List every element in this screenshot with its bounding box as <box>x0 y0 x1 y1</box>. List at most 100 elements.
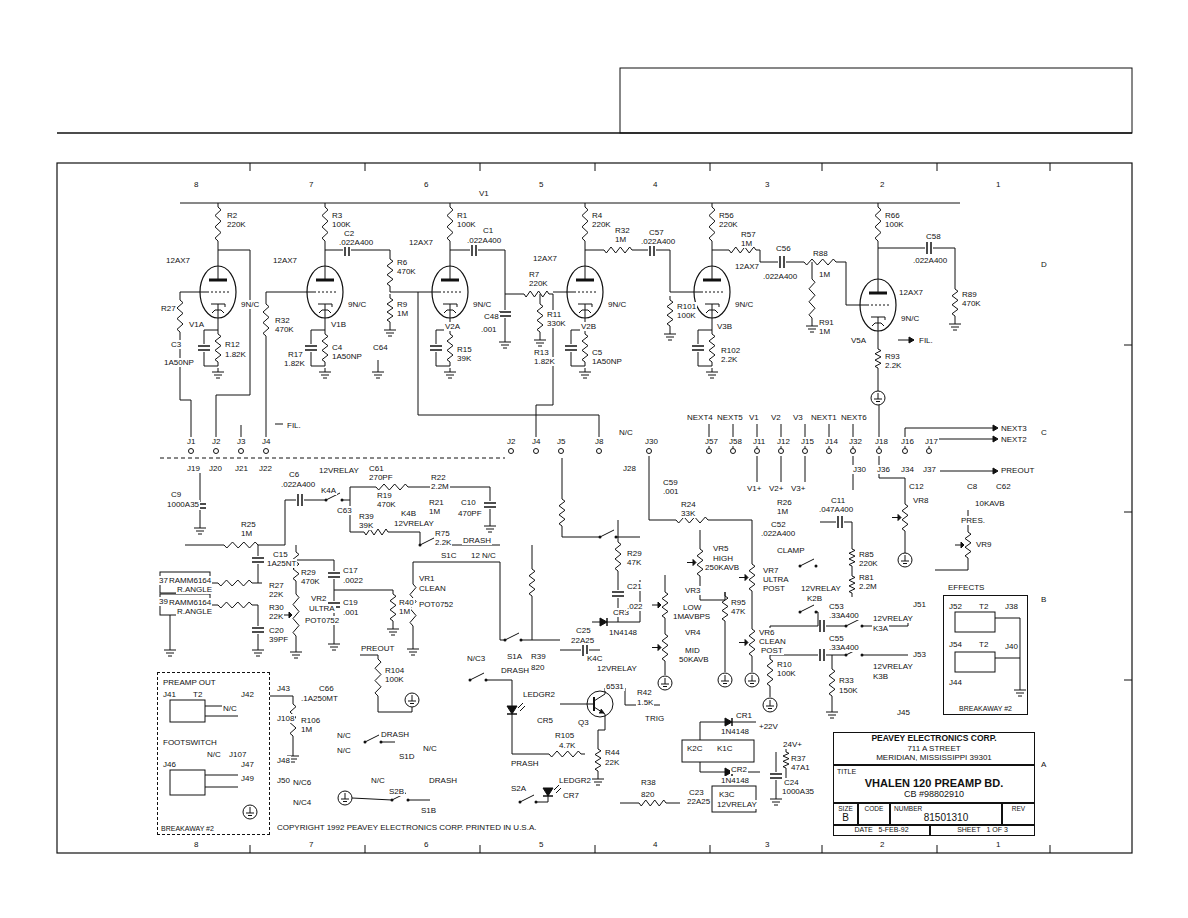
connector-pin <box>214 449 219 454</box>
resistor-symbol <box>447 330 453 366</box>
ground-symbol <box>384 330 396 331</box>
chassis-ground <box>665 678 666 684</box>
part-label: V1+ <box>746 484 762 493</box>
part-label: POT0752 <box>304 616 340 625</box>
part-label: CLEAN <box>418 584 447 593</box>
wire <box>413 562 500 563</box>
part-label: 1000A35 <box>166 500 200 509</box>
part-label: J53 <box>912 650 927 659</box>
grid-reference: 4 <box>652 180 658 189</box>
wire <box>486 680 512 706</box>
part-label: .001 <box>662 487 680 496</box>
part-label: 24V+ <box>782 740 803 749</box>
connector-pin <box>239 449 244 454</box>
part-label: 1M <box>614 235 627 244</box>
part-label: CR7 <box>562 791 580 800</box>
part-label: 12VRELAY <box>872 662 914 671</box>
wire <box>712 304 713 330</box>
ground-symbol <box>951 327 959 328</box>
title-block-cell: TITLEVHALEN 120 PREAMP BD.CB #98802910 <box>833 765 1035 803</box>
transistor-symbol <box>594 707 605 720</box>
part-label: R81 <box>858 573 875 582</box>
part-label: R38 <box>640 778 657 787</box>
part-label: R104 <box>384 666 405 675</box>
wire <box>712 252 713 280</box>
part-label: CR2 <box>730 765 748 774</box>
ground-symbol <box>164 650 176 651</box>
part-label: N/C4 <box>292 798 312 807</box>
wire <box>204 352 218 366</box>
part-label: J3 <box>236 437 246 446</box>
part-label: 1MAVBPS <box>672 612 711 621</box>
wire <box>540 294 541 300</box>
zone-tick <box>595 845 596 853</box>
led-symbol <box>520 706 525 711</box>
ground-symbol <box>256 656 260 657</box>
part-label: 22K <box>604 758 620 767</box>
part-label: T2 <box>978 640 989 649</box>
part-label: PREAMP OUT <box>162 678 217 687</box>
wire <box>478 250 520 294</box>
ground-symbol <box>1018 696 1022 697</box>
part-label: J46 <box>162 760 177 769</box>
resistor-symbol <box>214 602 256 608</box>
cell-text: MERIDIAN, MISSISSIPPI 39301 <box>876 753 992 762</box>
wire <box>757 456 758 482</box>
resistor-symbol <box>559 495 565 530</box>
part-label: V1 <box>478 189 490 198</box>
part-label: J48 <box>276 756 291 765</box>
chassis-ground <box>770 700 771 706</box>
capacitor-symbol <box>301 494 303 506</box>
part-label: 10KAVB <box>974 499 1006 508</box>
resistor-symbol <box>372 484 412 490</box>
jack-symbol <box>170 700 205 722</box>
triode-grid <box>314 292 336 293</box>
part-label: R32 <box>274 316 291 325</box>
chassis-ground <box>246 813 254 814</box>
wire <box>620 803 635 804</box>
wire <box>256 583 262 584</box>
wire <box>832 700 833 708</box>
resistor-symbol <box>635 800 670 806</box>
wire <box>585 252 586 280</box>
chassis-ground <box>343 801 347 802</box>
capacitor-symbol <box>837 516 839 528</box>
part-label: J4 <box>261 437 271 446</box>
part-label: C6 <box>288 470 300 479</box>
wire <box>266 292 293 300</box>
part-label: POT0752 <box>418 600 454 609</box>
part-label: R13 <box>533 348 550 357</box>
part-label: 470K <box>961 299 982 308</box>
triode-grid <box>439 292 461 293</box>
part-label: J30 <box>644 437 659 446</box>
wire <box>204 330 218 344</box>
part-label: J17 <box>924 437 939 446</box>
chassis-ground <box>752 675 753 681</box>
part-label: 100K <box>884 220 905 229</box>
part-label: R39 <box>530 652 547 661</box>
part-label: 1M <box>818 270 831 279</box>
part-label: C17 <box>342 566 359 575</box>
wire <box>418 292 439 293</box>
part-label: J50 <box>276 776 291 785</box>
part-label: J8 <box>594 437 604 446</box>
resistor-symbol <box>215 203 221 245</box>
capacitor-symbol <box>612 591 624 593</box>
part-label: R15 <box>456 345 473 354</box>
wire <box>325 252 326 280</box>
resistor-symbol <box>529 565 535 600</box>
wire <box>296 640 297 648</box>
part-label: J11 <box>752 437 766 446</box>
wire <box>325 250 343 251</box>
part-label: J2 <box>506 437 516 446</box>
chassis-ground <box>763 698 777 712</box>
ground-symbol <box>389 632 397 633</box>
wire <box>844 522 852 545</box>
part-label: R75 <box>434 529 451 538</box>
part-label: C58 <box>925 232 942 241</box>
part-label: Q3 <box>577 718 590 727</box>
ground-symbol <box>488 532 492 533</box>
zone-tick <box>822 163 823 171</box>
part-label: C19 <box>342 598 359 607</box>
header-rule <box>57 132 1132 134</box>
